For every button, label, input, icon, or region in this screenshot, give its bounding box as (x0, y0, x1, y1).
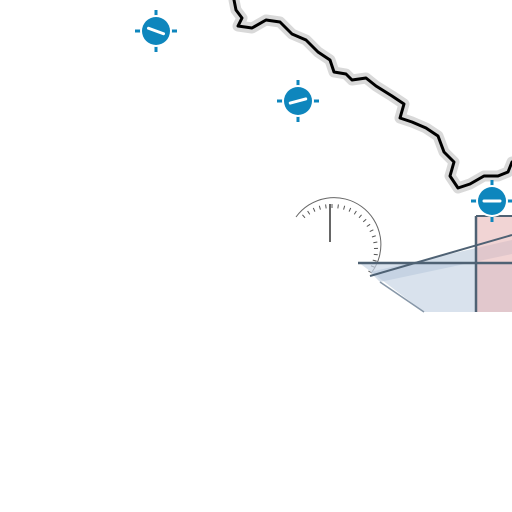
map-overlay-region (358, 215, 512, 313)
border-path (232, 0, 512, 190)
map-marker-crosshair-icon[interactable] (135, 10, 177, 52)
border-line (228, 0, 512, 194)
map-marker-crosshair-icon[interactable] (471, 180, 512, 222)
map-marker-crosshair-icon[interactable] (277, 80, 319, 122)
